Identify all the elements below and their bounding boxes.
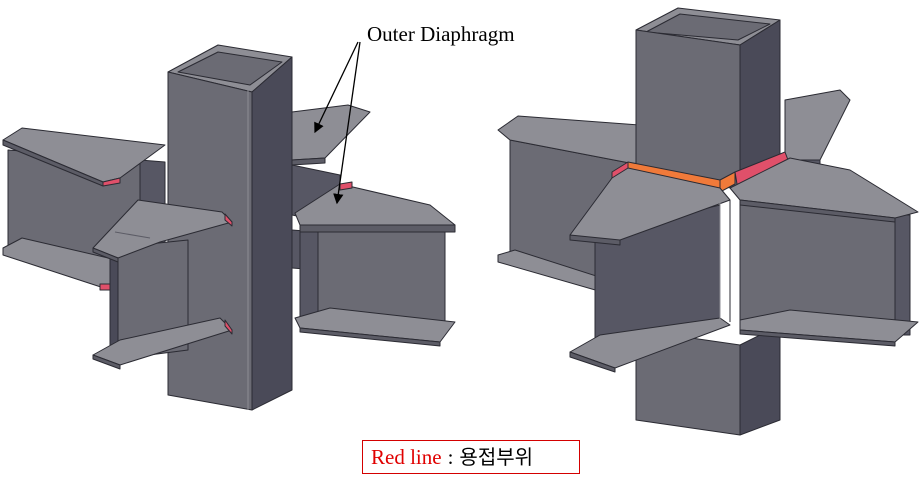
left-front-left-beam [92, 199, 233, 370]
legend-separator: : [447, 445, 454, 469]
arrow-to-right-diaphragm [333, 41, 361, 205]
outer-diaphragm-label: Outer Diaphragm [367, 22, 515, 46]
arrow-to-left-diaphragm [314, 41, 359, 134]
right-column [635, 7, 781, 436]
outer-diaphragm-arrows [314, 41, 361, 205]
left-front-right-beam [294, 181, 456, 347]
left-column [167, 44, 293, 411]
left-joint-model [2, 44, 456, 411]
weld-legend: Red line:용접부위 [362, 440, 580, 474]
right-front-left-beam [569, 167, 731, 373]
right-front-right-beam [729, 157, 919, 347]
legend-red-line-term: Red line [371, 445, 442, 469]
right-joint-model [497, 7, 919, 436]
legend-description: 용접부위 [459, 445, 534, 469]
